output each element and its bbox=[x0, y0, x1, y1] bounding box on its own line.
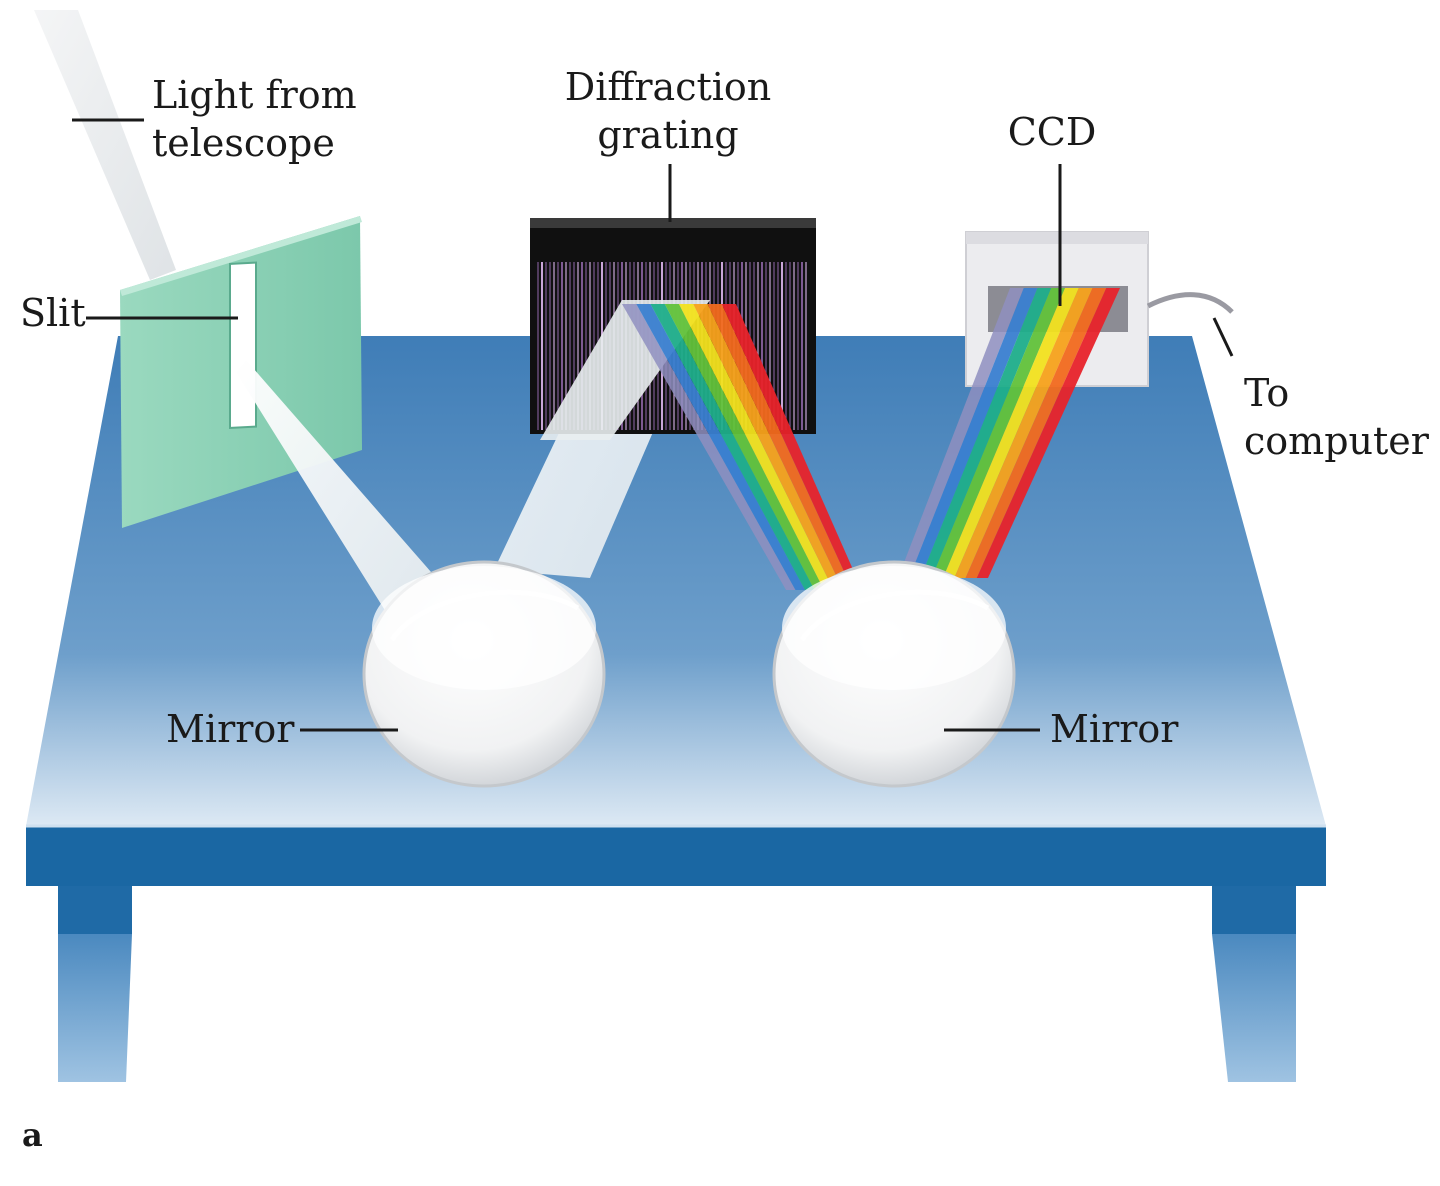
spectrum-band bbox=[650, 304, 815, 590]
label-diffraction: Diffraction bbox=[565, 65, 772, 109]
spectrum-band bbox=[693, 304, 843, 590]
mirror-right bbox=[772, 560, 1016, 788]
spectrum-beam-mirror-to-ccd bbox=[898, 288, 1120, 578]
computer-cable bbox=[1146, 292, 1234, 314]
spectrum-band bbox=[898, 288, 1024, 578]
spectrum-band bbox=[679, 304, 834, 590]
label-ccd: CCD bbox=[1008, 110, 1097, 154]
label-slit: Slit bbox=[20, 291, 86, 335]
spectrum-beam-grating-to-mirror bbox=[622, 304, 862, 590]
spectrum-band bbox=[721, 304, 862, 590]
slit-to-mirror-beam bbox=[236, 360, 438, 612]
table-front-edge bbox=[26, 826, 1326, 886]
spectrum-band bbox=[636, 304, 805, 590]
spectrum-band bbox=[707, 304, 853, 590]
table-leg-right bbox=[1212, 886, 1296, 1082]
mirror-left bbox=[362, 560, 606, 788]
label-light-from-telescope: Light from bbox=[152, 73, 357, 117]
label-computer: computer bbox=[1244, 419, 1430, 463]
spectrum-band bbox=[976, 288, 1120, 578]
spectrum-band bbox=[664, 304, 824, 590]
spectrum-band bbox=[622, 304, 796, 590]
spectrum-band bbox=[920, 288, 1052, 578]
label-mirror-right: Mirror bbox=[1050, 707, 1179, 751]
spectrum-band bbox=[954, 288, 1093, 578]
label-panel-letter: a bbox=[22, 1116, 43, 1154]
label-light-from-telescope-2: telescope bbox=[152, 121, 335, 165]
computer-leader bbox=[1212, 317, 1234, 357]
label-mirror-left: Mirror bbox=[166, 707, 295, 751]
spectrum-band bbox=[965, 288, 1107, 578]
spectrum-band bbox=[943, 288, 1079, 578]
table-leg-left bbox=[58, 886, 132, 1082]
slit-opening bbox=[229, 261, 257, 429]
telescope-light-beam bbox=[34, 10, 176, 280]
label-to: To bbox=[1244, 371, 1289, 415]
spectrum-band bbox=[931, 288, 1065, 578]
label-grating: grating bbox=[597, 113, 738, 157]
spectrum-band bbox=[909, 288, 1038, 578]
